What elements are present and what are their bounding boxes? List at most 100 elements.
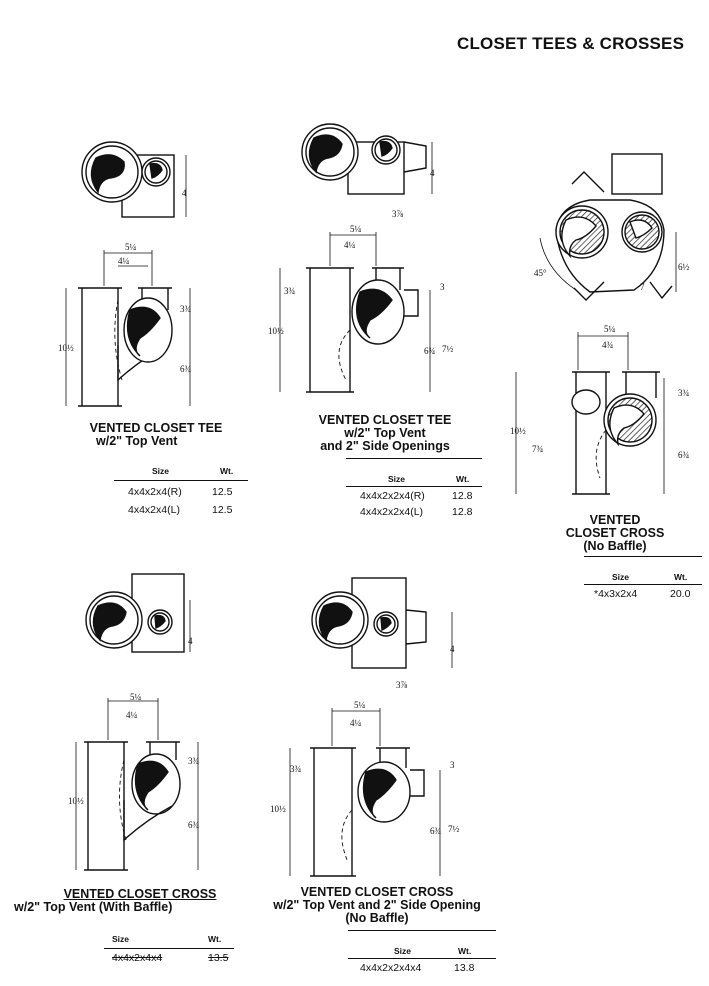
dim-label: 4 [182, 188, 187, 198]
caption-line: VENTED [589, 513, 641, 527]
dim-label: 10½ [270, 804, 286, 814]
dim-label: 10½ [510, 426, 526, 436]
weight-cell: 12.5 [212, 486, 233, 498]
dim-label: 5¼ [350, 224, 362, 234]
dim-label: 3¾ [678, 388, 690, 398]
caption-line: and 2" Side Openings [320, 439, 450, 453]
dim-label: 10½ [268, 326, 284, 336]
size-cell: 4x4x2x2x4x4 [360, 962, 422, 974]
size-header: Size [152, 466, 170, 476]
caption-line: w/2" Top Vent and 2" Side Opening [273, 898, 481, 912]
weight-header: Wt. [220, 466, 234, 476]
weight-header: Wt. [456, 474, 470, 484]
table-rule [348, 958, 496, 959]
caption-line: w/2" Top Vent [344, 426, 426, 440]
dim-label: 4¼ [126, 710, 138, 720]
size-cell: *4x3x2x4 [594, 588, 638, 600]
tee-2-top-view [301, 123, 433, 195]
dim-label: 6¾ [430, 826, 442, 836]
spec-table: Size Wt. 4x4x2x4x4 13.5 [104, 934, 234, 966]
product-caption: VENTED CLOSET CROSS (No Baffle) [540, 514, 690, 553]
spec-table: Size Wt. 4x4x2x2x4x4 13.8 [348, 930, 496, 980]
cross-5-side-view [289, 708, 441, 877]
table-rule [114, 480, 248, 481]
dim-label: 5¼ [354, 700, 366, 710]
dim-label: 4¾ [602, 340, 614, 350]
dim-label: 4 [430, 168, 435, 178]
weight-cell: 12.5 [212, 504, 233, 516]
spec-table: Size Wt. 4x4x2x2x4(R) 12.8 4x4x2x2x4(L) … [346, 458, 482, 522]
tee-2-side-view [279, 232, 431, 393]
dim-label: 4¼ [344, 240, 356, 250]
dim-label: 3⅞ [396, 680, 408, 690]
caption-line: w/2" Top Vent (With Baffle) [14, 900, 173, 914]
dim-label: 6½ [678, 262, 690, 272]
table-rule [346, 458, 482, 459]
dim-label: 3 [440, 282, 445, 292]
spec-table: Size Wt. 4x4x2x4(R) 12.5 4x4x2x4(L) 12.5 [114, 466, 248, 518]
weight-cell: 13.5 [208, 952, 229, 964]
dim-label: 3¾ [290, 764, 302, 774]
weight-cell: 12.8 [452, 506, 473, 518]
dim-label: 7 [640, 282, 645, 292]
product-caption: VENTED CLOSET TEE w/2" Top Vent and 2" S… [300, 414, 470, 453]
tee-1-side-view [65, 250, 191, 407]
dim-label: 6¾ [424, 346, 436, 356]
dim-label: 3⅞ [392, 209, 404, 219]
cross-3-side-view [515, 332, 665, 495]
caption-line: VENTED CLOSET TEE [89, 421, 223, 435]
dim-label: 6¾ [678, 450, 690, 460]
size-cell: 4x4x2x4x4 [112, 952, 163, 964]
dim-label: 5¼ [125, 242, 137, 252]
cross-3-top-view [539, 153, 677, 301]
dim-label: 45° [534, 268, 547, 278]
tee-1-top-view [81, 141, 187, 218]
page-title: CLOSET TEES & CROSSES [457, 34, 685, 53]
product-caption: VENTED CLOSET CROSS w/2" Top Vent and 2"… [262, 886, 492, 925]
size-cell: 4x4x2x2x4(R) [360, 490, 425, 502]
caption-line: (No Baffle) [345, 911, 409, 925]
dim-label: 7½ [442, 344, 454, 354]
size-header: Size [612, 572, 630, 582]
size-cell: 4x4x2x4(R) [128, 486, 182, 498]
dim-label: 10½ [58, 343, 74, 353]
dim-label: 6¾ [180, 364, 192, 374]
table-rule [348, 930, 496, 931]
dim-label: 4¼ [118, 256, 130, 266]
dim-label: 5¼ [130, 692, 142, 702]
dim-label: 5¼ [604, 324, 616, 334]
caption-line: (No Baffle) [583, 539, 647, 553]
weight-cell: 20.0 [670, 588, 691, 600]
dim-label: 3¾ [284, 286, 296, 296]
weight-header: Wt. [674, 572, 688, 582]
product-caption: VENTED CLOSET TEE w/2" Top Vent [86, 422, 226, 448]
cross-4-side-view [75, 698, 199, 871]
size-cell: 4x4x2x2x4(L) [360, 506, 424, 518]
size-header: Size [394, 946, 412, 956]
caption-line: CLOSET CROSS [565, 526, 665, 540]
dim-label: 7½ [448, 824, 460, 834]
caption-line: VENTED CLOSET CROSS [63, 887, 217, 901]
dim-label: 3¾ [188, 756, 200, 766]
dim-label: 3¾ [180, 304, 192, 314]
weight-cell: 13.8 [454, 962, 475, 974]
dim-label: 7¾ [532, 444, 544, 454]
caption-line: VENTED CLOSET CROSS [300, 885, 454, 899]
dim-label: 4 [188, 636, 193, 646]
size-header: Size [388, 474, 406, 484]
dim-label: 4¼ [350, 718, 362, 728]
cross-5-top-view [311, 577, 453, 669]
caption-line: VENTED CLOSET TEE [318, 413, 452, 427]
table-rule [584, 556, 702, 557]
table-rule [346, 486, 482, 487]
dim-label: 6¾ [188, 820, 200, 830]
dim-label: 3 [450, 760, 455, 770]
weight-header: Wt. [208, 934, 222, 944]
size-cell: 4x4x2x4(L) [128, 504, 180, 516]
cross-4-top-view [85, 573, 191, 653]
weight-header: Wt. [458, 946, 472, 956]
table-rule [104, 948, 234, 949]
table-rule [584, 584, 702, 585]
product-caption: VENTED CLOSET CROSS w/2" Top Vent (With … [10, 888, 230, 914]
